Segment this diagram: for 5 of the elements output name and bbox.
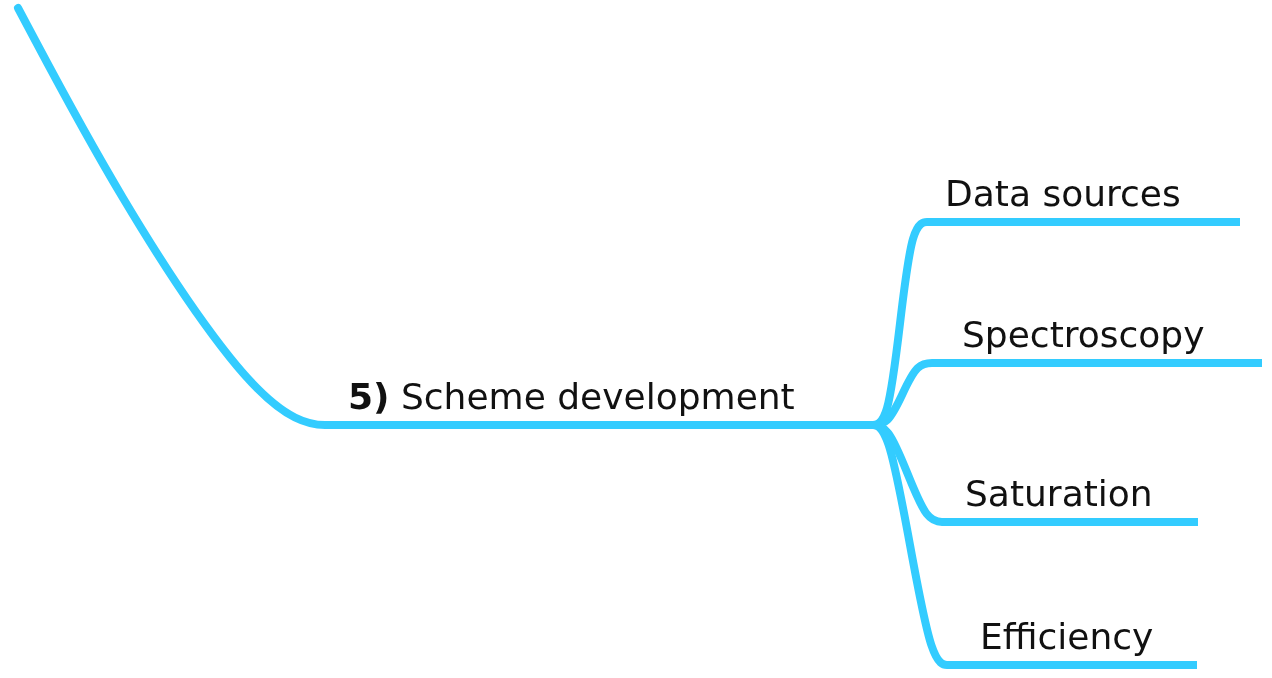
topic-label: Spectroscopy (962, 314, 1205, 357)
topic-label: Saturation (965, 473, 1153, 516)
topic-label: Efficiency (980, 616, 1154, 659)
topic-label: Data sources (945, 173, 1181, 216)
topic-label: 5) Scheme development (348, 376, 795, 419)
